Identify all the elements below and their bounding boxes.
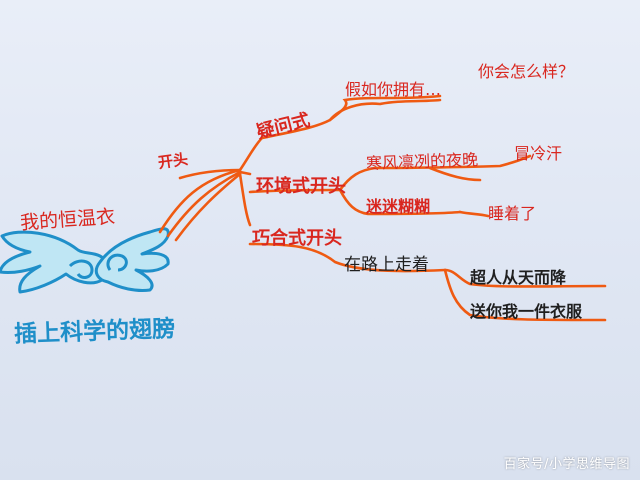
wings-icon <box>0 227 170 294</box>
branch-label-environment: 环境式开头 <box>256 176 346 197</box>
branch-lines <box>158 94 607 322</box>
branch-environment-follow1: 冒冷汗 <box>514 144 563 163</box>
branch-question-follow: 你会怎么样？ <box>478 62 575 81</box>
branch-environment-text2: 迷迷糊糊 <box>366 197 431 216</box>
watermark-text: 百家号/小学思维导图 <box>503 457 630 472</box>
branch-coincidence-sub1: 超人从天而降 <box>470 268 567 287</box>
branch-label-coincidence: 巧合式开头 <box>252 228 342 249</box>
branch-environment-text1: 寒风凛冽的夜晚 <box>365 150 479 173</box>
branch-coincidence-sub2: 送你我一件衣服 <box>470 302 583 321</box>
branch-coincidence-text: 在路上走着 <box>344 255 429 275</box>
branch-question-text: 假如你拥有… <box>345 80 442 99</box>
root-branch-label: 开头 <box>156 149 190 172</box>
title-line2: 插上科学的翅膀 <box>13 316 176 348</box>
branch-environment-follow2: 睡着了 <box>488 204 537 223</box>
